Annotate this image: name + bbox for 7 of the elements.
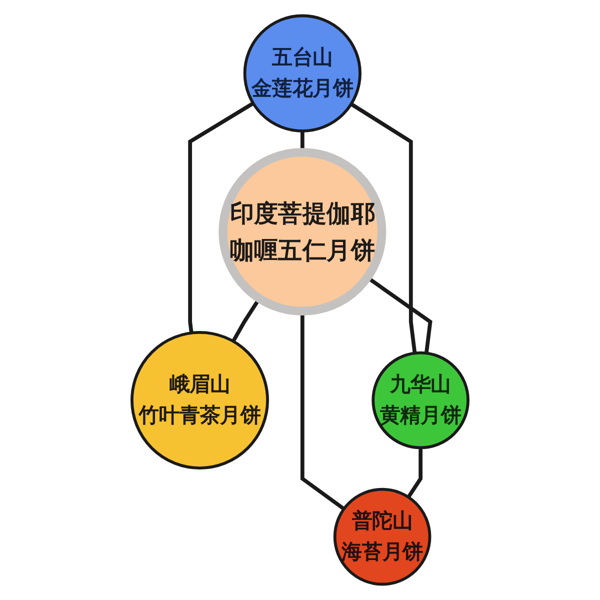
connector [188, 102, 254, 334]
node-circle: 五台山 金莲花月饼 [243, 14, 362, 132]
node-circle: 印度菩提伽耶 咖喱五仁月饼 [218, 148, 386, 316]
connector [350, 102, 417, 354]
connector [406, 448, 423, 498]
node-circle: 九华山 黄精月饼 [372, 351, 470, 450]
node-circle: 普陀山 海苔月饼 [333, 488, 432, 586]
